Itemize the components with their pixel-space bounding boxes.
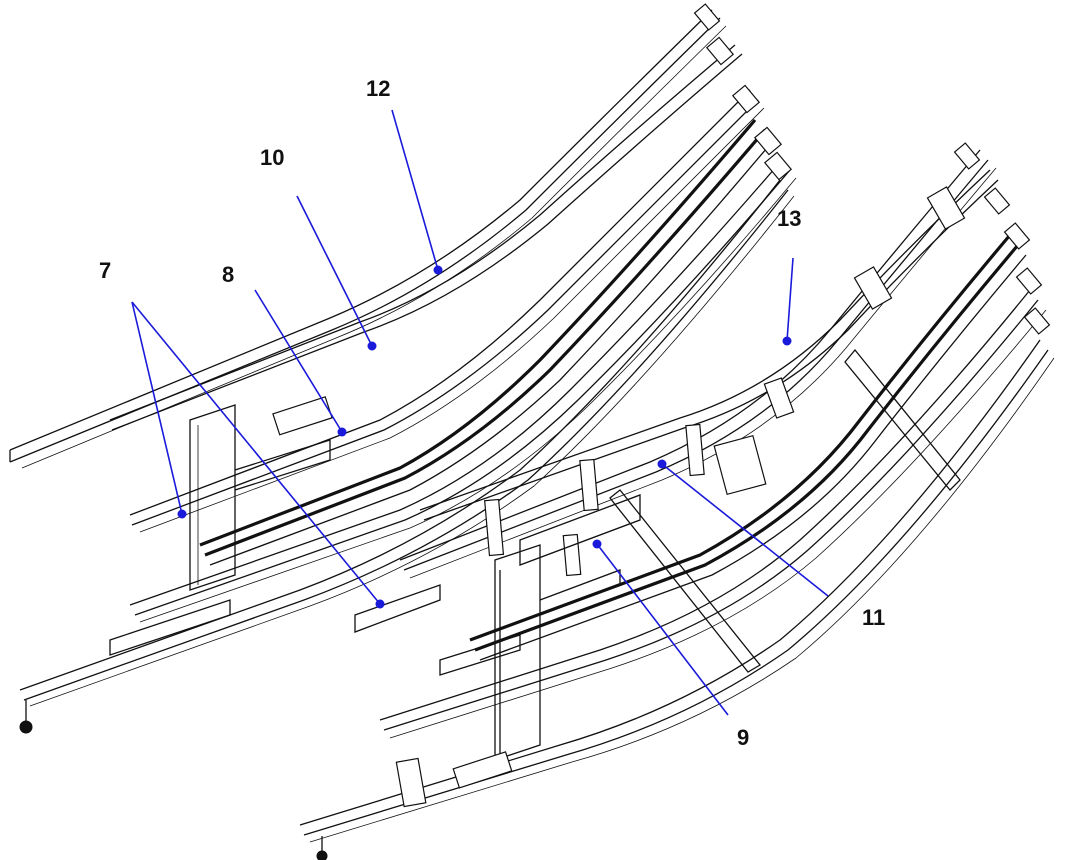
leader-12-dot — [433, 265, 443, 275]
label-10: 10 — [260, 145, 284, 170]
leader-7a-dot — [177, 509, 187, 519]
leader-11-dot — [657, 459, 667, 469]
leader-10-dot — [367, 341, 377, 351]
leader-13 — [786, 257, 794, 342]
leader-7b-dot — [375, 599, 385, 609]
leader-7a — [131, 301, 183, 515]
leader-8 — [254, 289, 343, 433]
leader-9-dot — [592, 539, 602, 549]
leader-13-dot — [782, 336, 792, 346]
leader-7b — [131, 301, 381, 605]
label-9: 9 — [737, 725, 749, 750]
label-8: 8 — [222, 262, 234, 287]
leader-8-dot — [337, 427, 347, 437]
upper-track-assembly — [9, 3, 797, 734]
callouts: 12 10 7 8 13 11 9 — [99, 76, 885, 750]
leader-12 — [391, 109, 439, 271]
leader-10 — [296, 195, 373, 347]
label-13: 13 — [777, 206, 801, 231]
lower-track-assembly — [299, 142, 1055, 860]
leader-11 — [661, 463, 829, 597]
label-7: 7 — [99, 258, 111, 283]
leader-9 — [596, 543, 729, 716]
label-12: 12 — [366, 76, 390, 101]
label-11: 11 — [862, 605, 885, 630]
